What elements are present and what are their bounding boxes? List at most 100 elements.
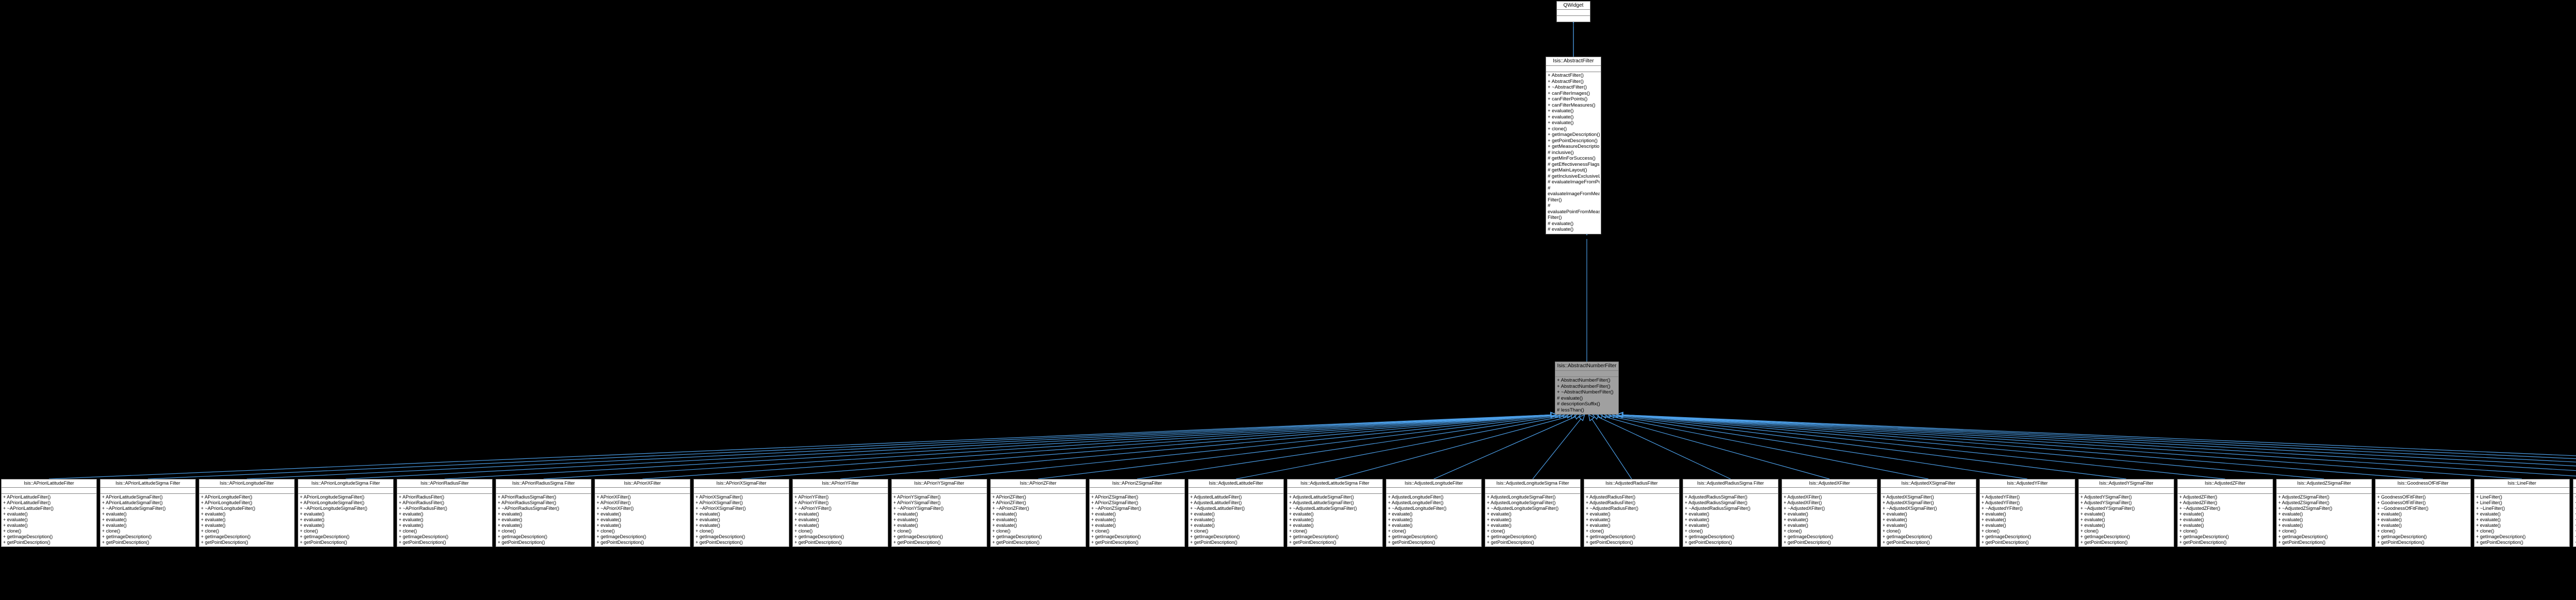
class-box-aprioriradiussigmafilter[interactable]: Isis::APrioriRadiusSigma Filter+ APriori… [496, 479, 591, 547]
class-operation: + clone() [992, 528, 1011, 534]
class-box-apriorilongitudefilter[interactable]: Isis::APrioriLongitudeFilter+ APrioriLon… [199, 479, 295, 547]
class-box-adjustedxsigmafilter[interactable]: Isis::AdjustedXSigmaFilter+ AdjustedXSig… [1880, 479, 1976, 547]
class-operations: + APrioriLatitudeFilter()+ APrioriLatitu… [2, 494, 96, 546]
class-operation: + getImageDescription() [399, 534, 449, 539]
class-operation: + evaluate() [102, 523, 127, 528]
class-operation: + evaluate() [1548, 114, 1574, 120]
class-box-aprioriradiusfilter[interactable]: Isis::APrioriRadiusFilter+ APrioriRadius… [397, 479, 493, 547]
class-operation: + evaluate() [696, 517, 720, 522]
class-box-adjustedysigmafilter[interactable]: Isis::AdjustedYSigmaFilter+ AdjustedYSig… [2078, 479, 2174, 547]
class-operation: + evaluate() [794, 517, 819, 522]
class-box-goodnessoffitfilter[interactable]: Isis::GoodnessOfFitFilter+ GoodnessOfFit… [2375, 479, 2471, 547]
class-operation: + evaluate() [300, 523, 325, 528]
class-box-adjustedzsigmafilter[interactable]: Isis::AdjustedZSigmaFilter+ AdjustedZSig… [2276, 479, 2372, 547]
class-box-aprioriysigmafilter[interactable]: Isis::APrioriYSigmaFilter+ APrioriYSigma… [891, 479, 987, 547]
class-box-apriorilongitudesigmafilter[interactable]: Isis::APrioriLongitudeSigma Filter+ APri… [298, 479, 394, 547]
class-operation: + clone() [1685, 528, 1703, 534]
class-operation: # evaluatePointFromMeasure Filter() [1548, 203, 1600, 220]
class-box-apriorilatitudefilter[interactable]: Isis::APrioriLatitudeFilter+ APrioriLati… [1, 479, 97, 547]
class-operation: + getPointDescription() [1487, 540, 1534, 545]
class-operation: + ~AdjustedYSigmaFilter() [2080, 506, 2135, 511]
class-box-adjustedyfilter[interactable]: Isis::AdjustedYFilter+ AdjustedYFilter()… [1979, 479, 2075, 547]
class-operation: + evaluate() [597, 523, 621, 528]
class-operation: + AdjustedRadiusSigmaFilter() [1685, 500, 1748, 505]
class-operation: + getImageDescription() [696, 534, 745, 539]
class-operation: + getImageDescription() [2476, 534, 2526, 539]
class-operation: + AbstractNumberFilter() [1557, 383, 1611, 389]
class-operations: + APrioriYFilter()+ APrioriYFilter()+ ~A… [793, 494, 888, 546]
class-operation: + clone() [1586, 528, 1604, 534]
class-box-apriorixsigmafilter[interactable]: Isis::APrioriXSigmaFilter+ APrioriXSigma… [693, 479, 789, 547]
class-operation: + getPointDescription() [1388, 540, 1435, 545]
class-operations: + AdjustedZFilter()+ AdjustedZFilter()+ … [2178, 494, 2273, 546]
class-title: Isis::AdjustedLatitudeSigma Filter [1287, 479, 1382, 488]
class-operation: + evaluate() [102, 511, 127, 517]
class-box-adjustedlongitudesigmafilter[interactable]: Isis::AdjustedLongitudeSigma Filter+ Adj… [1485, 479, 1581, 547]
class-operation: + AdjustedYSigmaFilter() [2080, 500, 2132, 505]
class-box-adjustedxfilter[interactable]: Isis::AdjustedXFilter+ AdjustedXFilter()… [1782, 479, 1877, 547]
class-operation: + getImageDescription() [2278, 534, 2328, 539]
class-operation: + evaluate() [1487, 523, 1512, 528]
class-operation: + APrioriLatitudeFilter() [3, 500, 51, 505]
class-attributes [892, 488, 987, 494]
class-attributes [694, 488, 789, 494]
class-box-adjustedradiussigmafilter[interactable]: Isis::AdjustedRadiusSigma Filter+ Adjust… [1683, 479, 1778, 547]
class-box-lineresidualfilter[interactable]: Isis::LineResidualFilter+ LineResidualFi… [2573, 479, 2576, 547]
class-box-adjustedradiusfilter[interactable]: Isis::AdjustedRadiusFilter+ AdjustedRadi… [1584, 479, 1680, 547]
class-operation: + ~AdjustedYFilter() [1981, 506, 2023, 511]
class-operation: + clone() [2377, 528, 2396, 534]
class-operation: + ~APrioriYFilter() [794, 506, 832, 511]
class-operation: + LineResidualFilter() [2574, 500, 2576, 506]
class-attributes [1090, 488, 1184, 494]
class-operation: + evaluate() [399, 517, 423, 522]
class-box-linefilter[interactable]: Isis::LineFilter+ LineFilter()+ LineFilt… [2474, 479, 2570, 547]
class-operation: + ~AdjustedZFilter() [2179, 506, 2221, 511]
class-operation: + evaluate() [2080, 511, 2105, 517]
class-operation: + clone() [300, 528, 318, 534]
class-operation: + getPointDescription() [201, 540, 248, 545]
class-operation: + getPointDescription() [2476, 540, 2523, 545]
class-operation: + APrioriLongitudeFilter() [201, 500, 252, 505]
class-box-aprioriyfilter[interactable]: Isis::APrioriYFilter+ APrioriYFilter()+ … [792, 479, 888, 547]
class-title: Isis::AdjustedXFilter [1782, 479, 1877, 488]
class-box-qwidget[interactable]: QWidget [1556, 1, 1590, 22]
class-operation: + clone() [2476, 528, 2495, 534]
class-operation: + evaluate() [1784, 517, 1808, 522]
class-box-adjustedlatitudesigmafilter[interactable]: Isis::AdjustedLatitudeSigma Filter+ Adju… [1287, 479, 1383, 547]
class-box-adjustedlongitudefilter[interactable]: Isis::AdjustedLongitudeFilter+ AdjustedL… [1386, 479, 1482, 547]
class-operation: + AdjustedXFilter() [1784, 500, 1822, 505]
class-box-adjustedzfilter[interactable]: Isis::AdjustedZFilter+ AdjustedZFilter()… [2177, 479, 2273, 547]
class-operation: + APrioriYFilter() [794, 500, 829, 505]
class-title: Isis::APrioriZFilter [991, 479, 1086, 488]
class-operation: + clone() [1981, 528, 2000, 534]
class-box-apriorizsigmafilter[interactable]: Isis::APrioriZSigmaFilter+ APrioriZSigma… [1089, 479, 1185, 547]
class-operation: + getImageDescription() [893, 534, 943, 539]
class-operation: + evaluate() [1981, 523, 2006, 528]
class-operation: + getPointDescription() [399, 540, 446, 545]
class-operation: + AdjustedXSigmaFilter() [1883, 500, 1934, 505]
class-operation: + clone() [399, 528, 417, 534]
class-box-apriorixfilter[interactable]: Isis::APrioriXFilter+ APrioriXFilter()+ … [595, 479, 690, 547]
class-operation: + clone() [1388, 528, 1406, 534]
class-box-adjustedlatitudefilter[interactable]: Isis::AdjustedLatitudeFilter+ AdjustedLa… [1188, 479, 1284, 547]
class-operation: + evaluate() [2574, 511, 2576, 517]
class-attributes [2178, 488, 2273, 494]
class-attributes [1287, 488, 1382, 494]
class-title: Isis::AdjustedZFilter [2178, 479, 2273, 488]
class-title: Isis::AdjustedLongitudeSigma Filter [1485, 479, 1580, 488]
class-operation: + APrioriLatitudeFilter() [3, 494, 51, 500]
class-attributes [1980, 488, 2075, 494]
class-box-abstractfilter[interactable]: Isis::AbstractFilter + AbstractFilter()+… [1546, 57, 1601, 234]
class-operations: + AdjustedLatitudeSigmaFilter()+ Adjuste… [1287, 494, 1382, 546]
class-operation: + evaluate() [1289, 523, 1314, 528]
class-box-apriorilatitudesigmafilter[interactable]: Isis::APrioriLatitudeSigma Filter+ APrio… [100, 479, 196, 547]
class-box-abstractnumberfilter[interactable]: Isis::AbstractNumberFilter + AbstractNum… [1555, 362, 1619, 415]
class-attributes [496, 488, 591, 494]
class-box-apriorizfilter[interactable]: Isis::APrioriZFilter+ APrioriZFilter()+ … [990, 479, 1086, 547]
class-operation: + AdjustedLatitudeFilter() [1190, 494, 1242, 500]
class-operation: + APrioriXSigmaFilter() [696, 494, 743, 500]
class-operation: + ~APrioriLongitudeFilter() [201, 506, 256, 511]
class-operation: + evaluate() [992, 511, 1017, 517]
class-operation: + APrioriZFilter() [992, 494, 1026, 500]
